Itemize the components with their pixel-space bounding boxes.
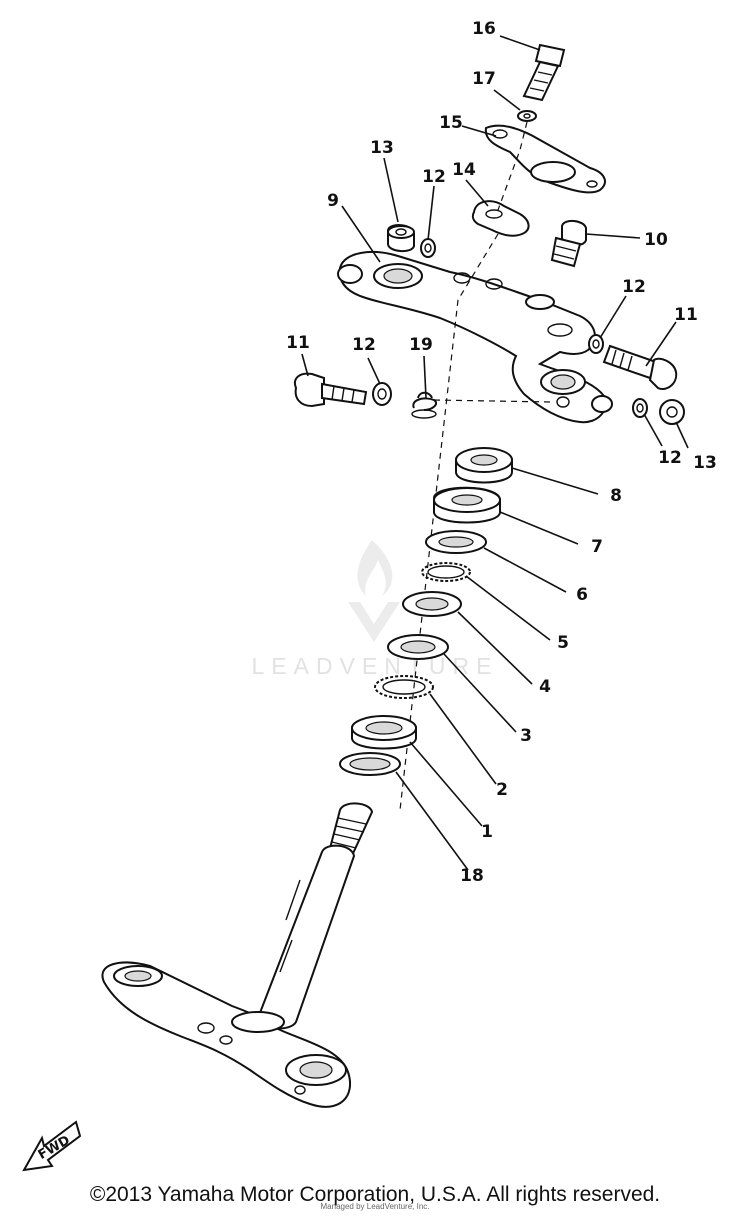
- callout-19: 19: [409, 335, 433, 355]
- callouts: 16 17 15 13 12 14 9 10 12 11 11 12 19 12…: [286, 19, 717, 886]
- callout-12-lower-right: 12: [658, 448, 682, 468]
- clip-19: [411, 391, 438, 419]
- callout-8: 8: [610, 486, 622, 506]
- race-3: [387, 634, 449, 660]
- leader-lines: [301, 35, 689, 871]
- callout-14: 14: [452, 160, 476, 180]
- washer-12-left: [372, 382, 392, 406]
- bolt-10: [550, 220, 587, 268]
- washer-17: [517, 110, 537, 122]
- bracket-15: [484, 124, 606, 194]
- watermark-text: LEADVENTURE: [252, 653, 499, 679]
- race-1: [351, 715, 417, 750]
- race-6: [425, 530, 487, 554]
- nut-13-lower-right: [659, 399, 685, 425]
- fwd-badge[interactable]: FWD: [22, 1120, 82, 1172]
- callout-1: 1: [481, 822, 493, 842]
- callout-18: 18: [460, 866, 484, 886]
- race-4: [402, 591, 462, 617]
- fwd-arrow-icon: [22, 1120, 82, 1172]
- callout-12-left: 12: [352, 335, 376, 355]
- upper-bracket-assembly: [471, 43, 606, 237]
- callout-12-right: 12: [622, 277, 646, 297]
- watermark: LEADVENTURE: [252, 540, 499, 679]
- clamp-14: [471, 200, 530, 237]
- callout-12-upper: 12: [422, 167, 446, 187]
- steering-stem: [256, 802, 374, 1030]
- seal-18: [339, 752, 401, 776]
- callout-3: 3: [520, 726, 532, 746]
- callout-9: 9: [327, 191, 339, 211]
- washer-12-upper: [420, 238, 436, 258]
- callout-17: 17: [472, 69, 496, 89]
- bolt-11-left: [294, 372, 368, 408]
- collar-13-upper: [387, 224, 415, 252]
- callout-13-upper: 13: [370, 138, 394, 158]
- crown-bracket-9: [337, 251, 613, 424]
- copyright-text: ©2013 Yamaha Motor Corporation, U.S.A. A…: [89, 1183, 661, 1206]
- washer-12-right: [588, 334, 604, 354]
- bolt-16: [522, 43, 566, 102]
- callout-7: 7: [591, 537, 603, 557]
- balls-2: [374, 675, 434, 699]
- callout-13-lower-right: 13: [693, 453, 717, 473]
- balls-5: [421, 562, 471, 582]
- washer-12-lower-right: [632, 398, 648, 418]
- callout-6: 6: [576, 585, 588, 605]
- callout-5: 5: [557, 633, 569, 653]
- bolt-11-right: [602, 344, 678, 390]
- callout-15: 15: [439, 113, 463, 133]
- cover-7: [433, 486, 501, 524]
- callout-11-left: 11: [286, 333, 310, 353]
- callout-10: 10: [644, 230, 668, 250]
- callout-4: 4: [539, 677, 551, 697]
- watermark-v-icon: [348, 602, 400, 642]
- ring-nut-8: [455, 447, 513, 484]
- callout-16: 16: [472, 19, 496, 39]
- watermark-flame-icon: [357, 540, 393, 596]
- callout-11-right: 11: [674, 305, 698, 325]
- lower-bracket: [101, 961, 351, 1108]
- credit-text: Managed by LeadVenture, Inc.: [320, 1202, 430, 1211]
- callout-2: 2: [496, 780, 508, 800]
